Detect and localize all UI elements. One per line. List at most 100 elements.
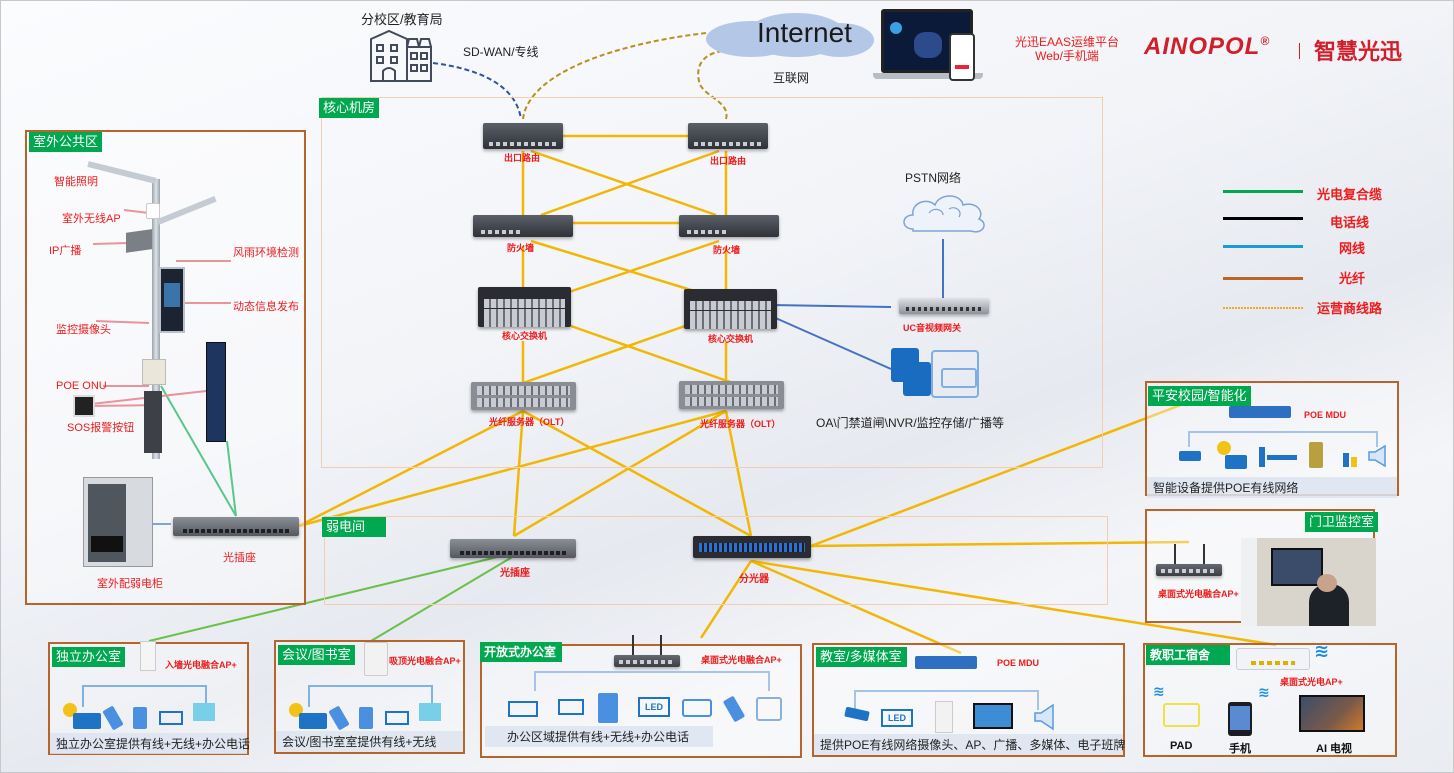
antenna-right <box>660 635 662 655</box>
multimedia-screen-icon <box>973 703 1013 729</box>
legend-line-carrier <box>1223 307 1303 309</box>
room-open-office-desc: 办公区域提供有线+无线+办公电话 <box>485 726 713 747</box>
pstn-label: PSTN网络 <box>905 171 962 185</box>
legend-label-composite: 光电复合缆 <box>1317 187 1383 202</box>
outdoor-tag: 室外公共区 <box>29 132 103 152</box>
wifi-icon: ≋ <box>1153 683 1165 699</box>
room-office-icons <box>63 701 223 731</box>
firewall-right-label: 防火墙 <box>713 245 741 255</box>
router-right-label: 出口路由 <box>710 156 747 166</box>
smart-tv-icon <box>1299 695 1365 732</box>
outdoor-cabinet <box>83 477 153 567</box>
splitter-label: 分光器 <box>739 574 769 585</box>
tablet-video-icon <box>299 713 327 729</box>
room-meeting-desc: 会议/图书室室提供有线+无线 <box>276 731 463 752</box>
ceiling-ap-device[interactable] <box>364 642 388 676</box>
room-open-office-tag: 开放式办公室 <box>480 642 562 662</box>
monitoring-room-photo <box>1241 538 1376 626</box>
pstn-cloud-icon <box>899 189 989 239</box>
camera-icon <box>844 706 870 722</box>
weak-socket-label: 光插座 <box>500 568 530 579</box>
laptop-dashboard-icon <box>873 7 983 83</box>
speaker-icon <box>1367 444 1389 468</box>
room-office-desc: 独立办公室提供有线+无线+办公电话 <box>50 733 250 754</box>
room-classroom-desc: 提供POE有线网络摄像头、AP、广播、多媒体、电子班牌 <box>814 734 1125 755</box>
room-classroom-device-label: POE MDU <box>997 658 1040 668</box>
room-office-device-label: 入墙光电融合AP+ <box>165 660 237 670</box>
led-text: LED <box>888 713 906 723</box>
legend-line-fiber <box>1223 277 1303 280</box>
wall-ap-device[interactable] <box>140 641 156 671</box>
callout-outdoor-ap: 室外无线AP <box>62 213 121 225</box>
printer-icon <box>682 699 712 717</box>
callout-weather-sensor: 风雨环境检测 <box>233 247 299 259</box>
terminal-phone-label: 手机 <box>1229 743 1251 755</box>
room-open-office-icons: LED <box>506 693 786 725</box>
router-right[interactable] <box>688 123 768 149</box>
laptop-icon <box>385 711 409 725</box>
room-classroom-icons: LED <box>843 701 1063 735</box>
desktop-ap-device[interactable] <box>614 655 680 667</box>
uc-gateway[interactable] <box>899 298 989 314</box>
room-meeting-device-label: 吸顶光电融合AP+ <box>389 656 461 666</box>
door-lock-icon <box>1309 442 1323 468</box>
antenna-left <box>1174 544 1176 564</box>
speaker-icon <box>1033 703 1057 731</box>
camera-icon <box>1179 451 1201 461</box>
brand-divider <box>1299 43 1300 59</box>
core-room-zone <box>321 97 1103 468</box>
core-room-tag: 核心机房 <box>319 98 380 118</box>
callout-info-display: 动态信息发布 <box>233 301 299 313</box>
emergency-post <box>206 342 226 442</box>
mobile-phone-icon <box>102 705 124 731</box>
laptop-icon <box>558 699 584 715</box>
led-display-icon: LED <box>881 709 913 727</box>
outdoor-cabinet-label: 室外配弱电柜 <box>97 578 163 590</box>
internet-label: Internet <box>757 17 852 48</box>
sos-button-device <box>73 395 95 417</box>
wifi-icon: ≋ <box>1314 641 1330 661</box>
olt-right[interactable] <box>679 381 784 409</box>
room-classroom-bus <box>854 690 1039 710</box>
legend-line-composite <box>1223 190 1303 193</box>
smart-sensor-icon <box>1339 445 1361 467</box>
phone-icon <box>1228 702 1252 736</box>
wifi-icon: ≋ <box>1258 684 1270 700</box>
callout-camera: 监控摄像头 <box>56 324 111 336</box>
mobile-phone-icon <box>328 705 350 731</box>
legend-label-network: 网线 <box>1339 241 1366 256</box>
room-open-office-bus <box>534 671 770 691</box>
video-intercom-icon <box>1213 441 1247 471</box>
tablet-pen-icon <box>133 707 147 729</box>
optical-splitter[interactable] <box>693 536 811 558</box>
weak-room-zone <box>324 516 1108 605</box>
core-switch-right[interactable] <box>684 289 777 329</box>
room-office-tag: 独立办公室 <box>52 647 126 667</box>
firewall-right[interactable] <box>679 215 779 237</box>
poe-mdu-icon <box>1229 406 1291 418</box>
core-switch-left[interactable] <box>478 287 571 327</box>
mobile-phone-icon <box>722 695 746 723</box>
projector-screen-icon <box>193 703 215 721</box>
pstn-services-label: OA\门禁道闸\NVR/监控存储/广播等 <box>816 416 1005 430</box>
callout-smart-lighting: 智能照明 <box>54 176 98 188</box>
outdoor-optical-socket[interactable] <box>173 517 299 536</box>
brand-logo: AINOPOL® <box>1144 33 1270 61</box>
branch-label: 分校区/教育局 <box>361 12 443 27</box>
room-meeting-tag: 会议/图书室 <box>278 645 355 665</box>
desk-phone-icon <box>756 697 782 721</box>
safe-campus-device-label: POE MDU <box>1304 410 1347 420</box>
safe-campus-bus <box>1188 431 1378 447</box>
legend-line-phone <box>1223 217 1303 220</box>
legend-line-network <box>1223 245 1303 248</box>
poe-mdu-icon[interactable] <box>915 656 977 669</box>
weak-optical-socket[interactable] <box>450 539 576 558</box>
platform-label: 光迅EAAS运维平台 Web/手机端 <box>1015 35 1119 63</box>
guard-ap-device[interactable] <box>1156 564 1222 576</box>
firewall-left[interactable] <box>473 215 573 237</box>
olt-left[interactable] <box>471 382 576 410</box>
olt-left-label: 光纤服务器（OLT） <box>489 417 570 427</box>
router-left[interactable] <box>483 123 563 149</box>
dorm-ap-device[interactable] <box>1236 648 1310 670</box>
safe-campus-desc: 智能设备提供POE有线网络 <box>1147 477 1397 498</box>
